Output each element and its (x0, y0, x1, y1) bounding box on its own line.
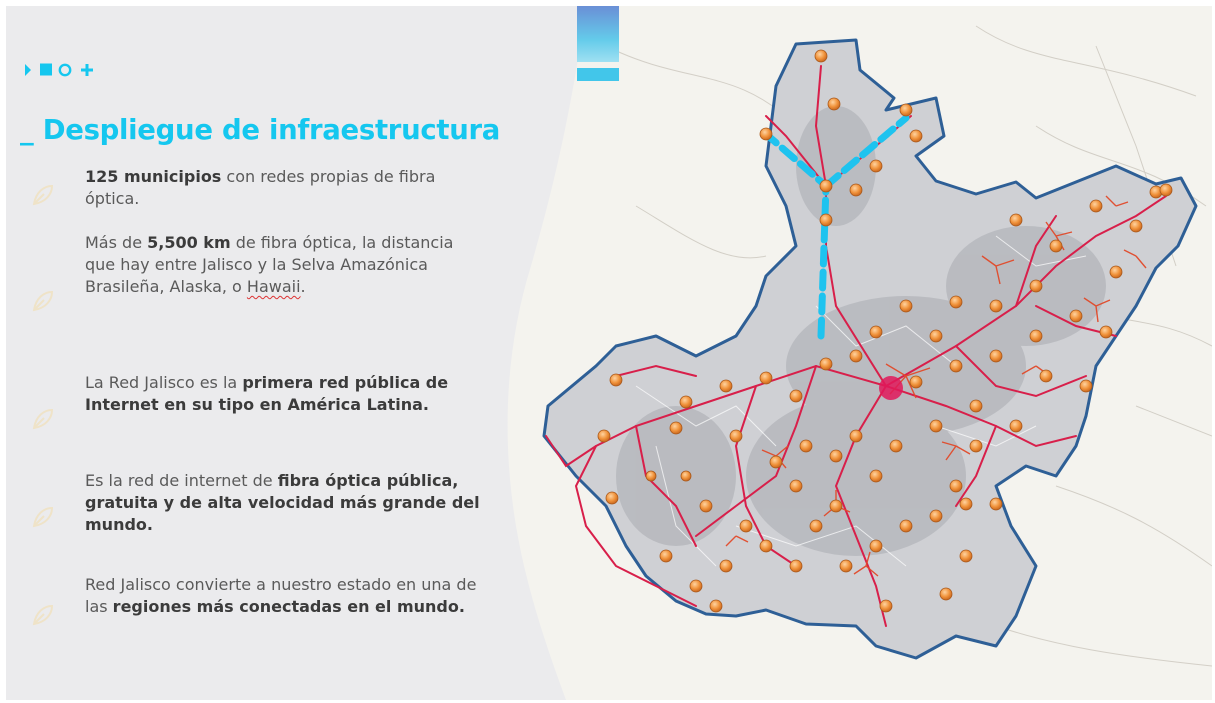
jalisco-network-map (507, 6, 1212, 700)
square-icon (40, 63, 52, 76)
bullet-2-tail: . (300, 277, 306, 296)
hub-guadalajara (879, 376, 903, 400)
terrain-patches (616, 106, 1106, 556)
network-nodes (597, 49, 1173, 613)
bullet-3-bold: primera red pública de Internet en su ti… (85, 373, 449, 414)
slide-title: _ Despliegue de infraestructura (20, 114, 500, 146)
bullet-5-bold: regiones más conectadas en el mundo. (112, 597, 465, 616)
leaf-icon (32, 604, 54, 626)
bullet-4-pre: Es la red de internet de (85, 471, 278, 490)
plus-icon (81, 64, 93, 76)
bullet-2-squiggle-word: Hawaii (246, 277, 301, 296)
leaf-icon (32, 506, 54, 528)
bullet-2-text: de fibra óptica, la distancia que hay en… (85, 233, 454, 296)
circle-icon (58, 63, 72, 77)
bullet-3-pre: La Red Jalisco es la (85, 373, 243, 392)
bullet-2-pre: Más de (85, 233, 148, 252)
bullet-5-pre: Red Jalisco convierte a nuestro estado e… (85, 575, 477, 616)
leaf-icon (32, 290, 54, 312)
bullet-4-bold: fibra óptica pública, gratuita y de alta… (85, 471, 480, 534)
decorative-shapes (25, 63, 93, 77)
bullet-1-bold: 125 municipios (85, 167, 222, 186)
accent-bars (577, 6, 619, 81)
leaf-icon (32, 184, 54, 206)
bullet-2-bold: 5,500 km (147, 233, 231, 252)
leaf-icon (32, 408, 54, 430)
slide: _ Despliegue de infraestructura 125 muni… (6, 6, 1212, 700)
bullet-1-text: con redes propias de fibra óptica. (85, 167, 436, 208)
diamond-icon (25, 64, 31, 76)
